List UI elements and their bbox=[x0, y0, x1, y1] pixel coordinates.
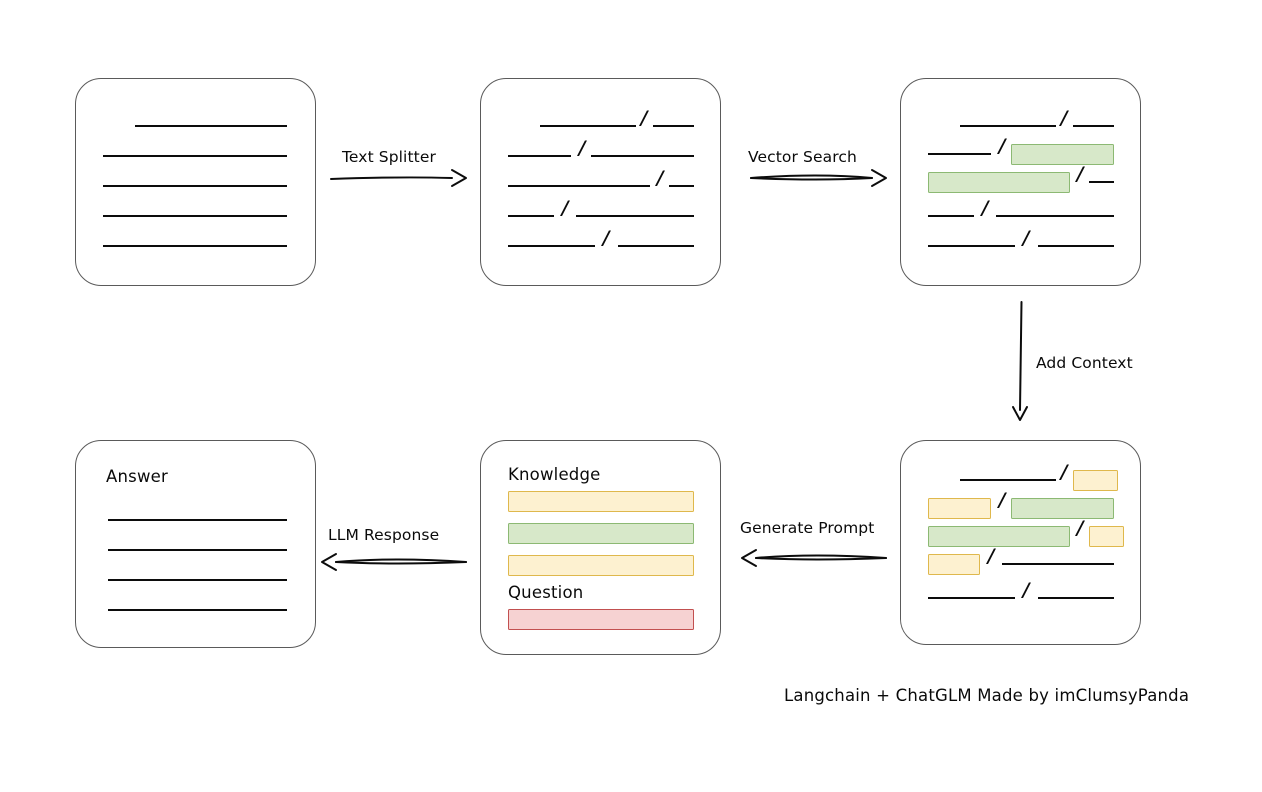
text-line bbox=[591, 155, 694, 157]
text-line bbox=[135, 125, 287, 127]
text-line bbox=[108, 609, 287, 611]
node-title-answer: Answer bbox=[106, 467, 168, 486]
text-line bbox=[103, 155, 287, 157]
edge-shaft bbox=[330, 176, 453, 180]
chunk-separator: / bbox=[1076, 517, 1084, 539]
highlight-chunk-green bbox=[928, 172, 1070, 193]
chunk-separator: / bbox=[1022, 227, 1030, 249]
text-line bbox=[928, 245, 1015, 247]
text-line bbox=[618, 245, 694, 247]
text-line bbox=[576, 215, 694, 217]
edge-label-text-splitter: Text Splitter bbox=[342, 148, 436, 166]
chunk-separator: / bbox=[602, 227, 610, 249]
text-line bbox=[508, 155, 571, 157]
chunk-separator: / bbox=[1060, 107, 1068, 129]
prompt-bar-yellow bbox=[508, 491, 694, 512]
edge-generate-prompt bbox=[741, 549, 887, 567]
text-line bbox=[508, 215, 554, 217]
edge-shaft-lower bbox=[750, 177, 873, 181]
edge-shaft-lower bbox=[755, 557, 887, 561]
chunk-separator: / bbox=[561, 197, 569, 219]
node-context-chunks: / / / / / bbox=[900, 440, 1141, 645]
highlight-chunk-yellow bbox=[928, 498, 991, 519]
chunk-separator: / bbox=[578, 137, 586, 159]
chunk-separator: / bbox=[640, 107, 648, 129]
text-line bbox=[928, 597, 1015, 599]
highlight-chunk-yellow bbox=[1073, 470, 1118, 491]
edge-text-splitter bbox=[330, 169, 467, 187]
node-answer: Answer bbox=[75, 440, 316, 648]
edge-shaft bbox=[1019, 301, 1023, 411]
highlight-chunk-green bbox=[1011, 144, 1114, 165]
section-heading-question: Question bbox=[508, 583, 584, 602]
arrowhead bbox=[741, 549, 757, 567]
text-line bbox=[1038, 597, 1114, 599]
arrowhead bbox=[451, 169, 467, 187]
highlight-chunk-green bbox=[928, 526, 1070, 547]
text-line bbox=[108, 579, 287, 581]
text-line bbox=[1002, 563, 1114, 565]
node-split-chunks: / / / / / bbox=[480, 78, 721, 286]
text-line bbox=[996, 215, 1114, 217]
edge-label-llm-response: LLM Response bbox=[328, 526, 440, 544]
chunk-separator: / bbox=[1076, 163, 1084, 185]
text-line bbox=[960, 125, 1056, 127]
highlight-chunk-yellow bbox=[1089, 526, 1124, 547]
section-heading-knowledge: Knowledge bbox=[508, 465, 601, 484]
chunk-separator: / bbox=[1022, 579, 1030, 601]
text-line bbox=[653, 125, 694, 127]
arrowhead bbox=[321, 553, 337, 571]
node-source-document bbox=[75, 78, 316, 286]
text-line bbox=[960, 479, 1056, 481]
edge-shaft-lower bbox=[335, 561, 467, 565]
text-line bbox=[1089, 181, 1114, 183]
text-line bbox=[103, 185, 287, 187]
chunk-separator: / bbox=[987, 545, 995, 567]
text-line bbox=[669, 185, 694, 187]
prompt-bar-green bbox=[508, 523, 694, 544]
text-line bbox=[508, 245, 595, 247]
prompt-bar-red bbox=[508, 609, 694, 630]
text-line bbox=[928, 215, 974, 217]
footer-credit: Langchain + ChatGLM Made by imClumsyPand… bbox=[784, 686, 1190, 705]
text-line bbox=[540, 125, 636, 127]
chunk-separator: / bbox=[1060, 461, 1068, 483]
highlight-chunk-yellow bbox=[928, 554, 980, 575]
node-matched-chunks: / / / / / bbox=[900, 78, 1141, 286]
highlight-chunk-green bbox=[1011, 498, 1114, 519]
chunk-separator: / bbox=[998, 489, 1006, 511]
prompt-bar-yellow bbox=[508, 555, 694, 576]
edge-label-generate-prompt: Generate Prompt bbox=[740, 519, 875, 537]
edge-label-add-context: Add Context bbox=[1036, 354, 1133, 372]
edge-add-context bbox=[1012, 301, 1028, 421]
arrowhead bbox=[871, 169, 887, 187]
edge-llm-response bbox=[321, 553, 467, 571]
arrowhead bbox=[1012, 406, 1028, 421]
edge-label-vector-search: Vector Search bbox=[748, 148, 857, 166]
edge-shaft-upper bbox=[755, 554, 887, 559]
edge-shaft-upper bbox=[750, 174, 873, 179]
text-line bbox=[508, 185, 650, 187]
text-line bbox=[103, 245, 287, 247]
chunk-separator: / bbox=[656, 167, 664, 189]
chunk-separator: / bbox=[998, 135, 1006, 157]
text-line bbox=[928, 153, 991, 155]
text-line bbox=[103, 215, 287, 217]
text-line bbox=[108, 519, 287, 521]
text-line bbox=[1073, 125, 1114, 127]
chunk-separator: / bbox=[981, 197, 989, 219]
edge-vector-search bbox=[750, 169, 887, 187]
text-line bbox=[1038, 245, 1114, 247]
edge-shaft-upper bbox=[335, 558, 467, 563]
text-line bbox=[108, 549, 287, 551]
